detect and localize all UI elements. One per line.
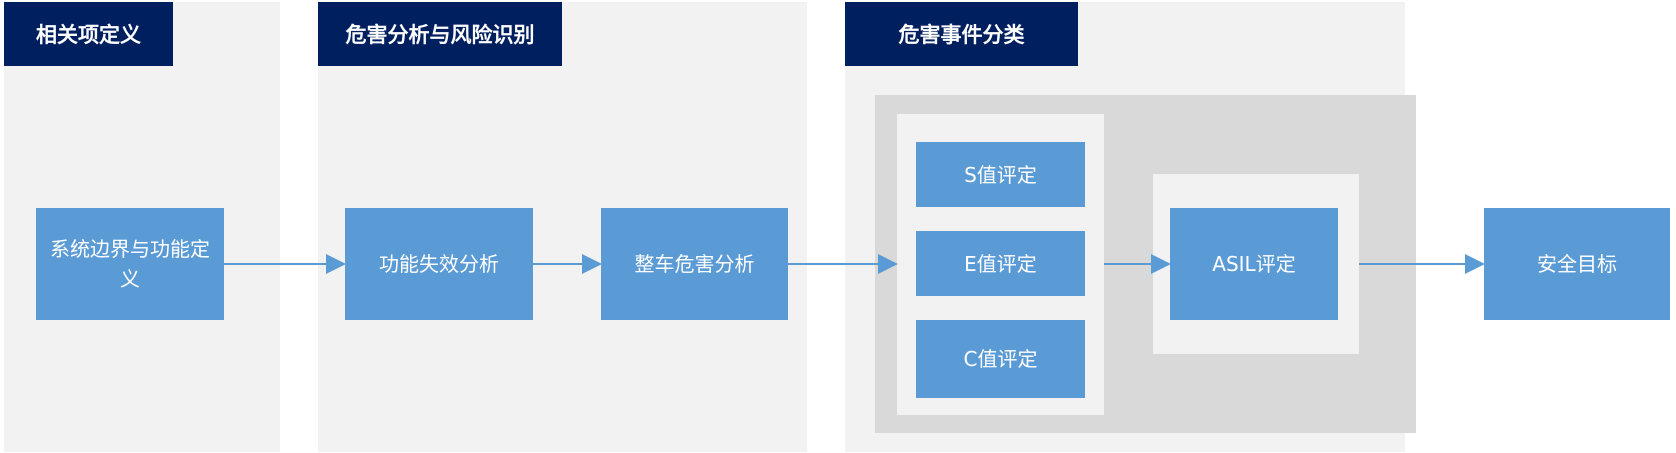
node-system-boundary: 系统边界与功能定义 — [36, 208, 224, 320]
node-function-failure: 功能失效分析 — [345, 208, 533, 320]
node-c-value: C值评定 — [916, 320, 1085, 398]
node-vehicle-hazard: 整车危害分析 — [601, 208, 788, 320]
phase-header-item-definition: 相关项定义 — [4, 2, 173, 66]
node-asil: ASIL评定 — [1170, 208, 1338, 320]
node-e-value: E值评定 — [916, 231, 1085, 296]
node-s-value: S值评定 — [916, 142, 1085, 207]
node-safety-goal: 安全目标 — [1484, 208, 1670, 320]
phase-header-hazard-classification: 危害事件分类 — [845, 2, 1078, 66]
phase-header-hazard-analysis: 危害分析与风险识别 — [318, 2, 562, 66]
